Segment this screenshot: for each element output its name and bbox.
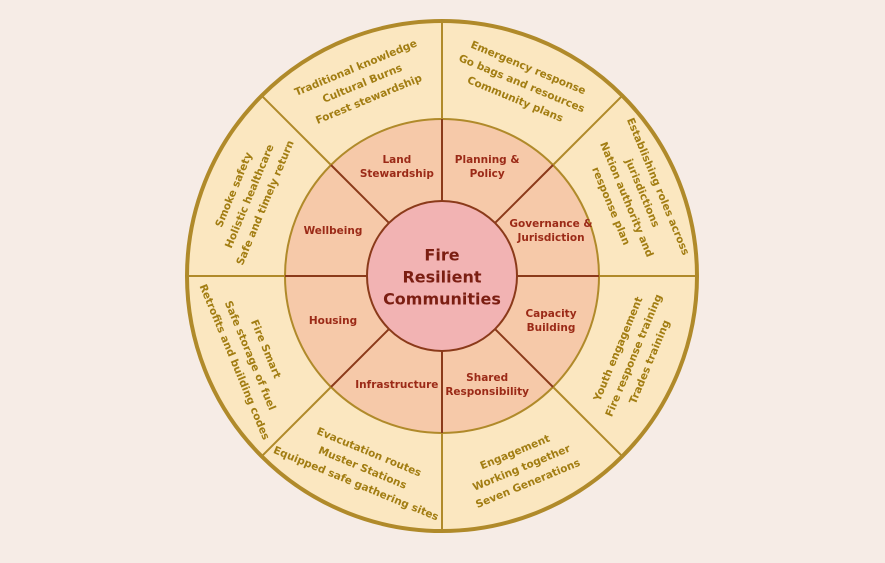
sector-label: Stewardship — [360, 168, 435, 180]
outer-divider — [260, 386, 332, 458]
outer-divider — [552, 386, 624, 458]
center-title-line: Resilient — [402, 268, 481, 287]
sector-label: Governance & — [509, 218, 592, 230]
center-title-line: Fire — [424, 246, 459, 265]
sector-label: Planning & — [455, 154, 520, 166]
outer-divider — [260, 94, 332, 166]
sector-label: Wellbeing — [304, 225, 363, 237]
middle-divider — [494, 328, 554, 388]
outer-divider — [552, 94, 624, 166]
sector-label: Building — [527, 322, 576, 334]
center-title-line: Communities — [383, 290, 501, 309]
sector-label: Capacity — [525, 308, 576, 320]
middle-divider — [330, 164, 390, 224]
center-circle — [366, 200, 518, 352]
sector-label: Housing — [309, 315, 357, 327]
sector-label: Infrastructure — [355, 379, 438, 391]
wheel-dividers — [187, 21, 697, 531]
middle-divider — [494, 164, 554, 224]
sector-label: Land — [382, 154, 411, 166]
middle-divider — [330, 328, 390, 388]
sector-label: Policy — [470, 168, 505, 180]
sector-label: Responsibility — [445, 386, 529, 398]
sector-label: Shared — [466, 372, 508, 384]
sector-label: Jurisdiction — [516, 232, 584, 244]
